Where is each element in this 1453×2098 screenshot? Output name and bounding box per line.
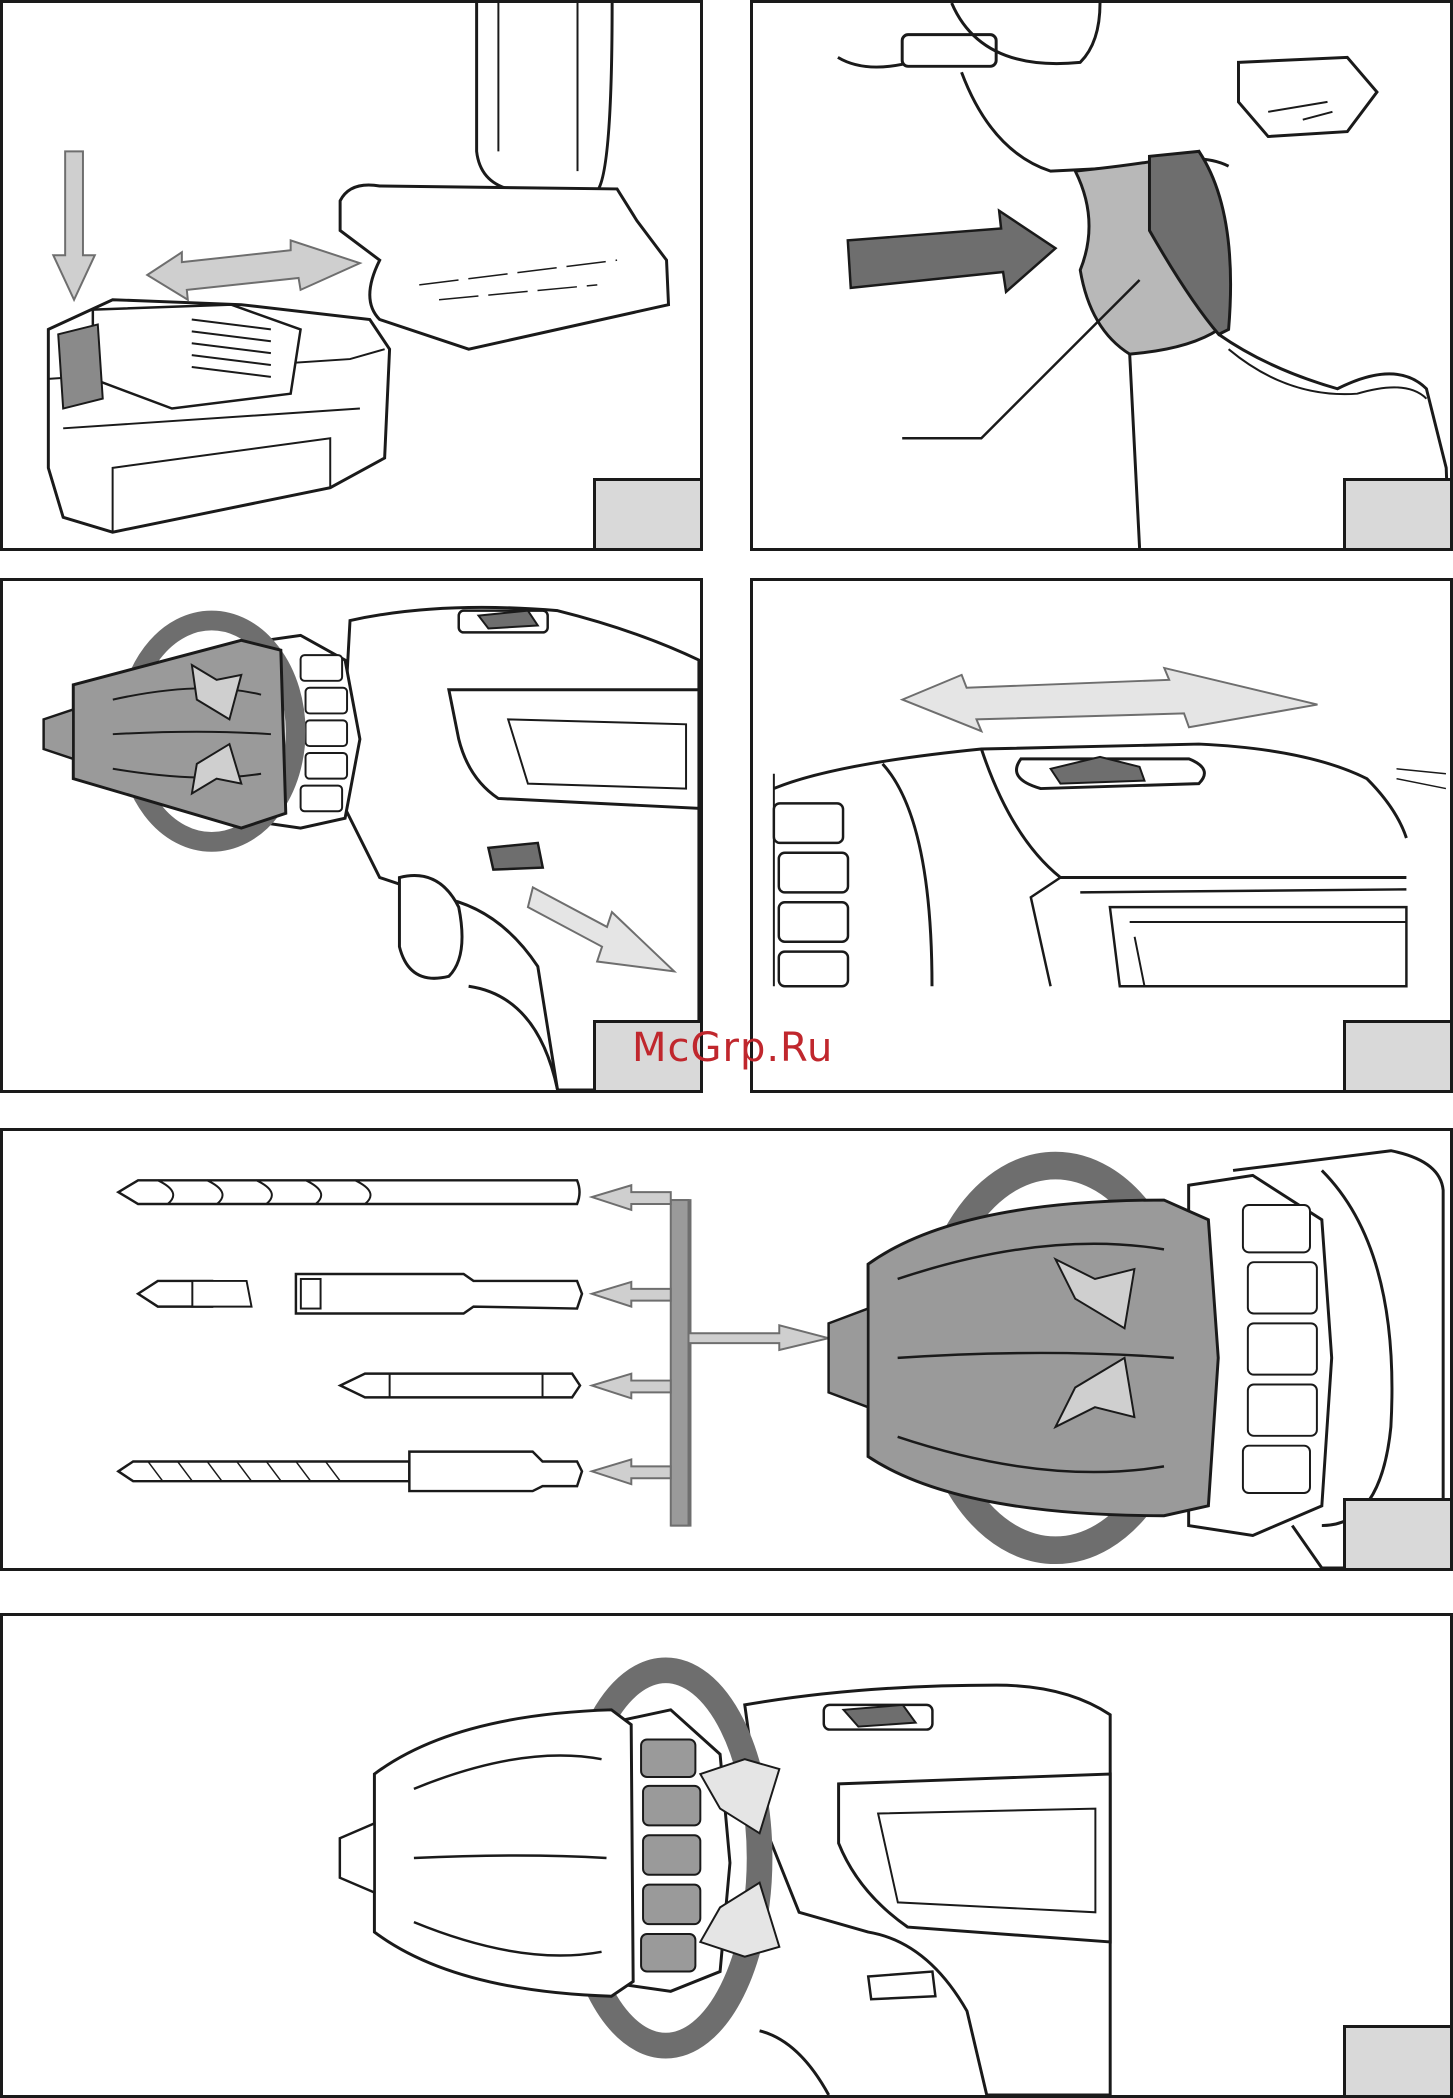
panel-handle-grip: [750, 0, 1453, 551]
handle-grip-illustration: [753, 3, 1450, 548]
panel-battery-insertion: [0, 0, 703, 551]
panel-chuck-rotation: [0, 578, 703, 1093]
direction-selector-illustration: [753, 581, 1450, 1090]
panel-torque-collar: [0, 1613, 1453, 2098]
figure-tag: [1343, 1020, 1450, 1090]
drill-bits-illustration: [3, 1131, 1450, 1568]
watermark: McGrp.Ru: [632, 1025, 833, 1071]
figure-tag: [1343, 478, 1450, 548]
figure-tag: [1343, 1498, 1450, 1568]
panel-drill-bits: [0, 1128, 1453, 1571]
torque-collar-illustration: [3, 1616, 1450, 2095]
battery-insertion-illustration: [3, 3, 700, 548]
panel-direction-selector: [750, 578, 1453, 1093]
figure-tag: [1343, 2025, 1450, 2095]
chuck-rotation-illustration: [3, 581, 700, 1090]
figure-tag: [593, 478, 700, 548]
